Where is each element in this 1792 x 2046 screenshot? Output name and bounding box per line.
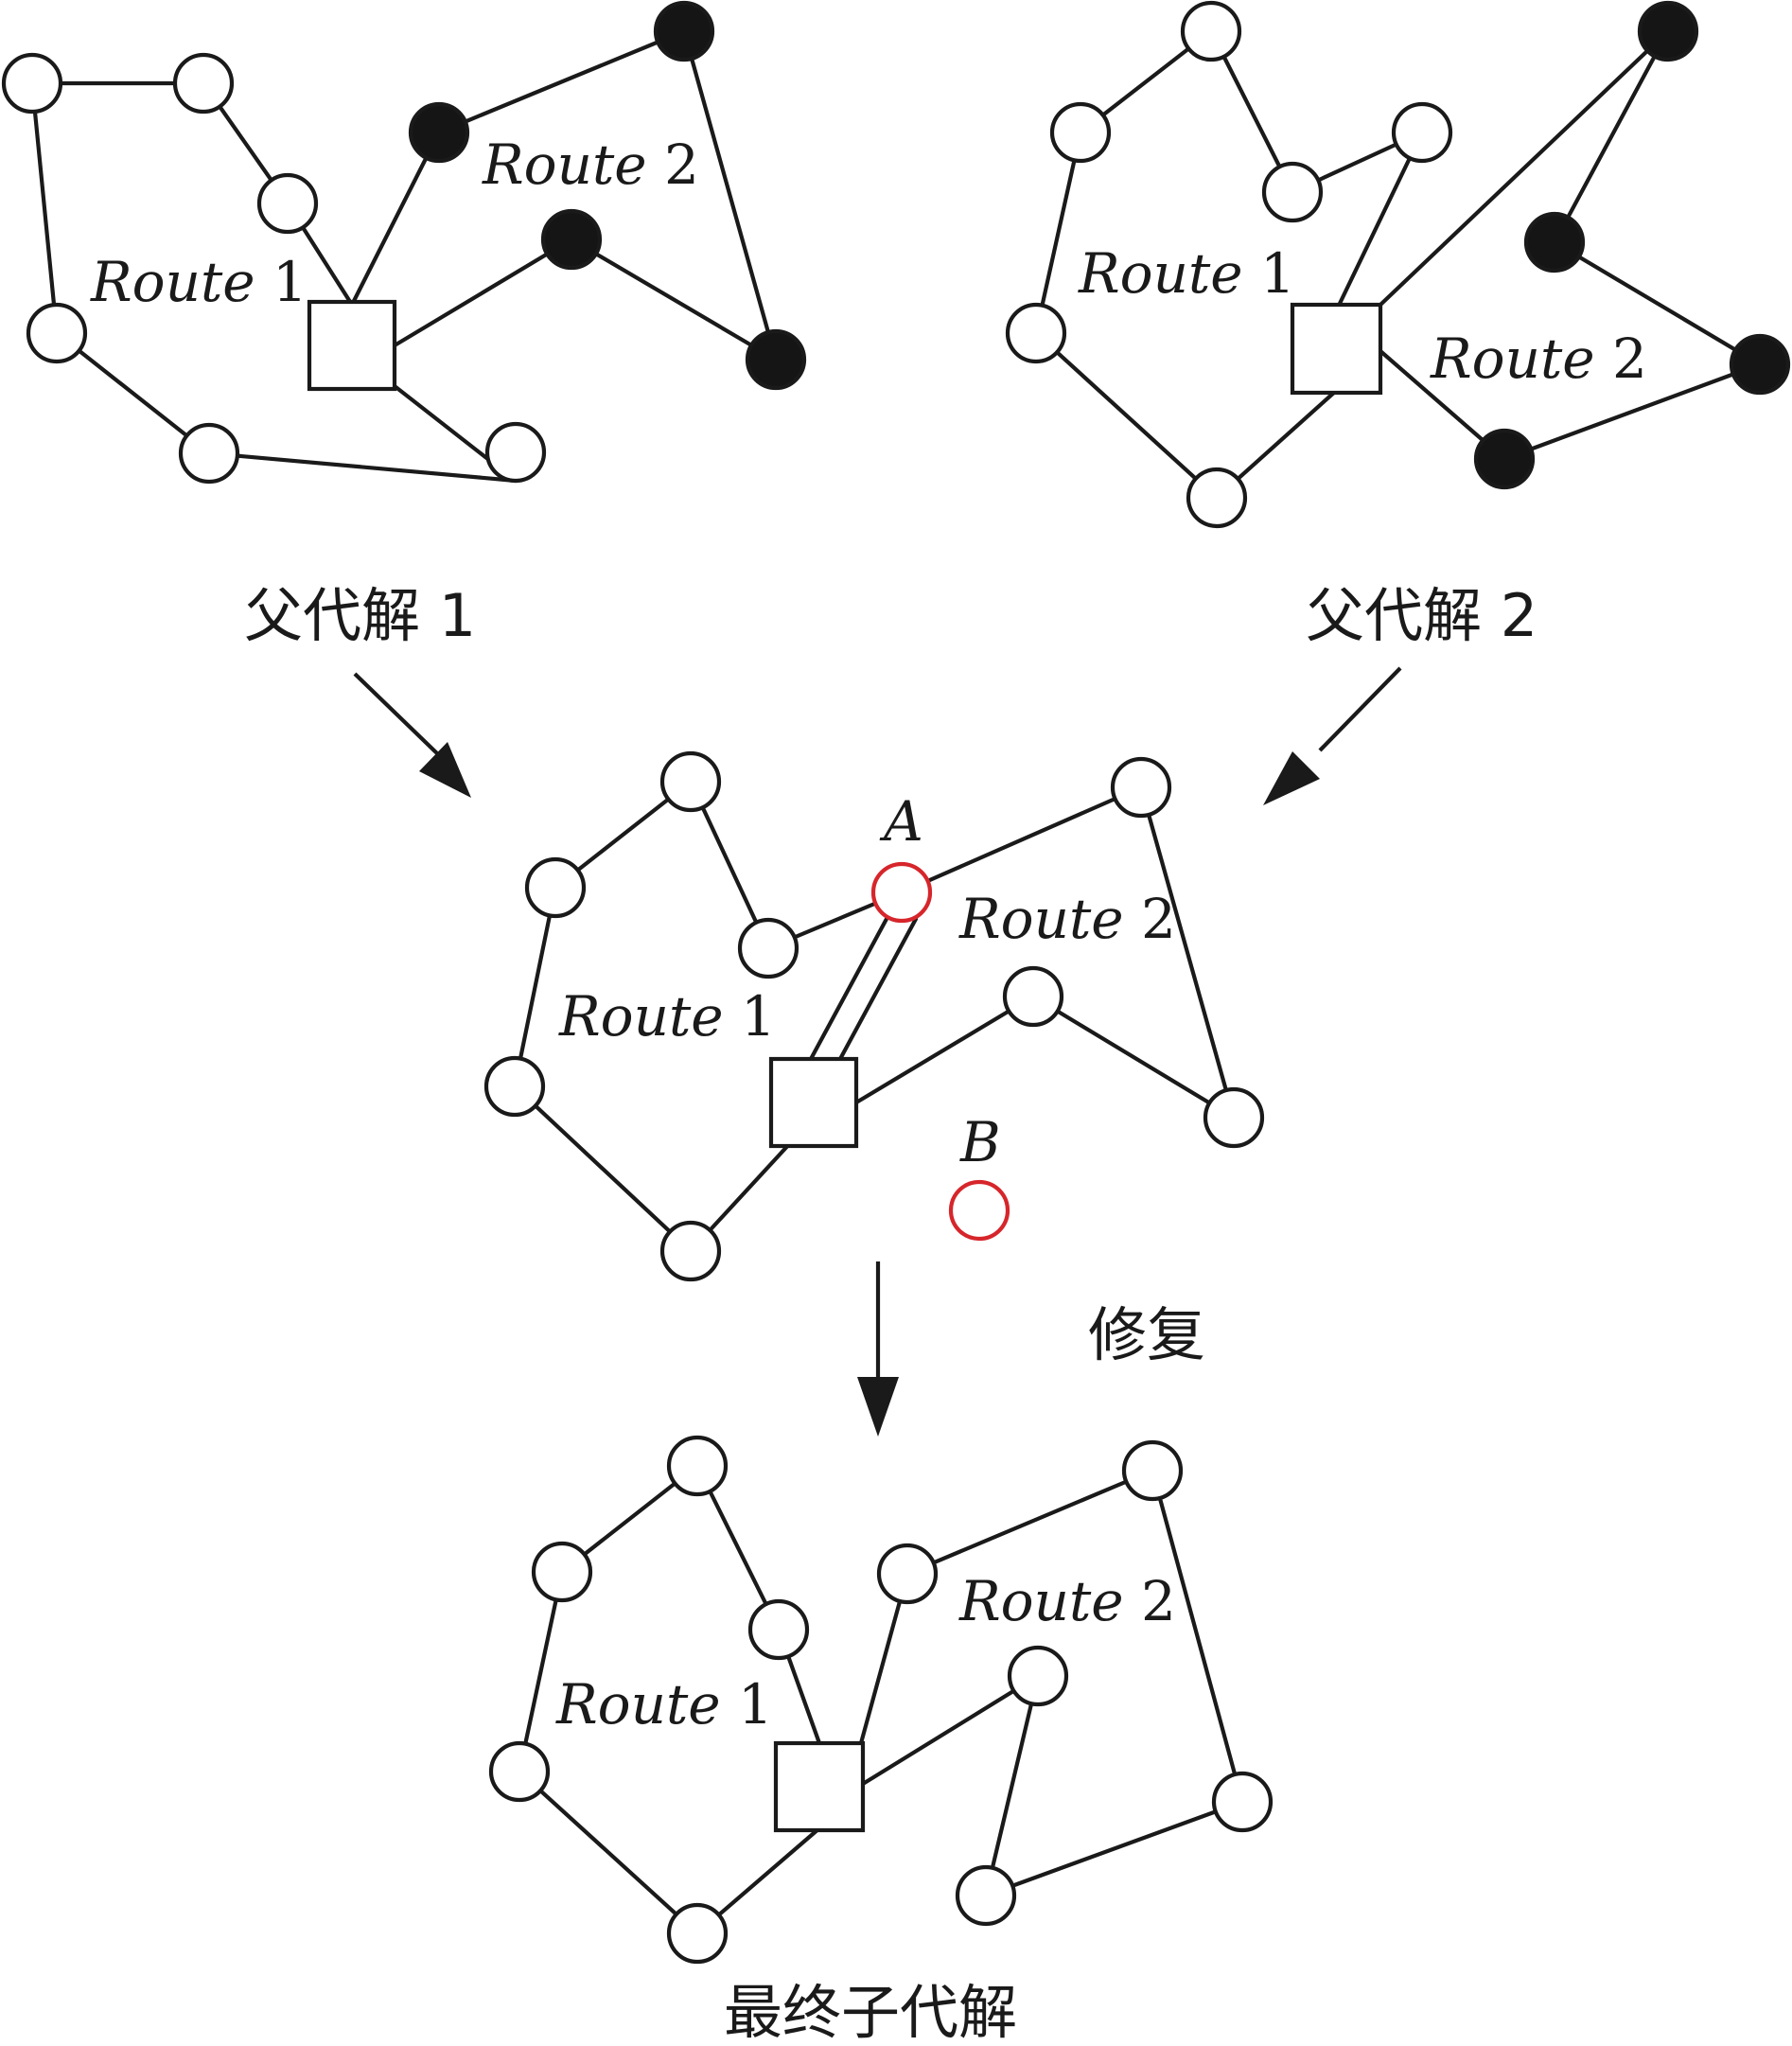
route2-node bbox=[1729, 333, 1791, 396]
customer-node bbox=[1203, 1086, 1265, 1149]
route2-node bbox=[1637, 0, 1699, 62]
customer-node bbox=[666, 1435, 729, 1497]
customer-node bbox=[531, 1541, 593, 1603]
customer-node bbox=[1391, 101, 1453, 164]
customer-node bbox=[1186, 467, 1248, 529]
route-1-label: Route 1 bbox=[90, 250, 307, 314]
depot bbox=[773, 1740, 866, 1833]
customer-node bbox=[1121, 1439, 1184, 1502]
customer-node bbox=[1049, 101, 1112, 164]
route2-node bbox=[653, 0, 715, 62]
missing-node-b bbox=[948, 1179, 1010, 1242]
customer-node bbox=[876, 1543, 939, 1605]
customer-node bbox=[659, 1220, 722, 1282]
customer-node bbox=[1005, 302, 1067, 364]
customer-node bbox=[524, 856, 587, 919]
customer-node bbox=[172, 52, 235, 115]
route-2-label: Route 2 bbox=[958, 887, 1176, 951]
duplicate-node-a bbox=[870, 861, 933, 924]
route-1-label: Route 1 bbox=[558, 984, 776, 1049]
customer-node bbox=[1002, 965, 1064, 1028]
customer-node bbox=[484, 421, 547, 484]
customer-node bbox=[26, 302, 88, 364]
parent-solution-1: Route 1 Route 2 bbox=[1, 0, 807, 485]
parent-1-caption: 父代解 1 bbox=[244, 581, 476, 650]
route2-node bbox=[408, 101, 470, 164]
customer-node bbox=[1, 52, 63, 115]
route-2-label: Route 2 bbox=[958, 1569, 1176, 1633]
customer-node bbox=[1110, 756, 1172, 819]
route-2-label: Route 2 bbox=[1430, 326, 1647, 391]
arrow-from-parent-2 bbox=[1263, 666, 1402, 805]
parent-solution-2: Route 1 Route 2 bbox=[1005, 0, 1791, 529]
customer-node bbox=[737, 917, 799, 979]
route2-node bbox=[540, 208, 603, 271]
intermediate-offspring: A B Route 1 Route 2 bbox=[483, 750, 1265, 1282]
customer-node bbox=[256, 172, 319, 235]
route-2-label: Route 2 bbox=[482, 132, 699, 197]
route2-node bbox=[1473, 428, 1536, 490]
route-1-label: Route 1 bbox=[1078, 241, 1295, 306]
customer-node bbox=[659, 750, 722, 813]
depot bbox=[1290, 302, 1383, 396]
arrow-from-parent-1 bbox=[353, 672, 471, 798]
depot bbox=[307, 299, 397, 392]
point-b-label: B bbox=[959, 1110, 1001, 1174]
customer-node bbox=[483, 1055, 546, 1118]
route2-node bbox=[1523, 211, 1586, 273]
route2-node bbox=[745, 328, 807, 391]
depot bbox=[768, 1056, 859, 1149]
final-offspring-caption: 最终子代解 bbox=[724, 1978, 1017, 2046]
parent-2-caption: 父代解 2 bbox=[1306, 581, 1537, 650]
customer-node bbox=[1261, 161, 1324, 223]
customer-node bbox=[488, 1740, 551, 1803]
repair-caption: 修复 bbox=[1088, 1300, 1205, 1369]
final-offspring: Route 1 Route 2 bbox=[488, 1435, 1274, 1965]
customer-node bbox=[1180, 0, 1242, 62]
customer-node bbox=[1007, 1645, 1069, 1707]
customer-node bbox=[666, 1902, 729, 1965]
route-1-label: Route 1 bbox=[555, 1672, 773, 1737]
customer-node bbox=[178, 422, 240, 485]
customer-node bbox=[747, 1598, 810, 1661]
intermediate-edges bbox=[512, 779, 1237, 1254]
customer-node bbox=[1211, 1771, 1274, 1833]
customer-node bbox=[955, 1864, 1017, 1927]
point-a-label: A bbox=[879, 789, 923, 854]
arrow-repair bbox=[857, 1261, 899, 1437]
